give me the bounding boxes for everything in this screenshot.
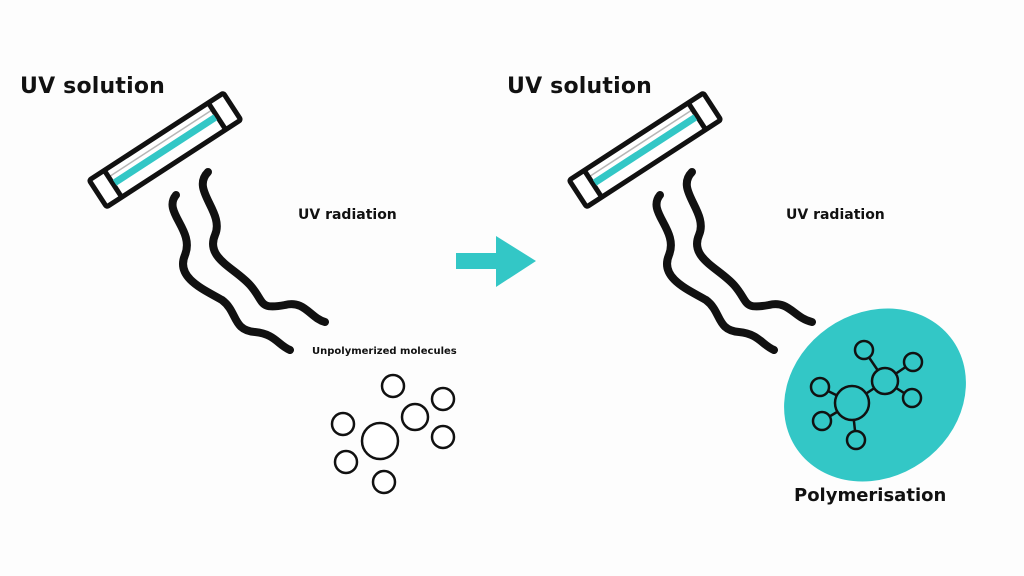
molecule-circle-icon	[400, 402, 430, 432]
unpolymerized-molecules-label: Unpolymerized molecules	[312, 346, 457, 357]
right-title: UV solution	[507, 74, 652, 99]
polymerisation-label: Polymerisation	[794, 485, 947, 506]
molecule-circle-icon	[430, 424, 456, 450]
right-radiation-label: UV radiation	[786, 207, 885, 223]
molecule-circle-icon	[330, 411, 356, 437]
polymerisation-blob	[784, 308, 966, 482]
molecule-circle-icon	[333, 449, 359, 475]
molecule-circle-icon	[360, 421, 400, 461]
uv-wave-icon-right	[652, 168, 816, 354]
right-arrow-icon	[456, 236, 536, 287]
molecule-circle-icon	[430, 386, 456, 412]
uv-wave-icon-left	[168, 168, 329, 354]
unpolymerized-molecules	[330, 373, 456, 495]
molecule-circle-icon	[371, 469, 397, 495]
molecule-circle-icon	[380, 373, 406, 399]
left-radiation-label: UV radiation	[298, 207, 397, 223]
left-title: UV solution	[20, 74, 165, 99]
uv-lamp-icon-right	[567, 91, 723, 209]
uv-lamp-icon-left	[87, 91, 243, 209]
polymer-network-icon	[809, 339, 924, 451]
